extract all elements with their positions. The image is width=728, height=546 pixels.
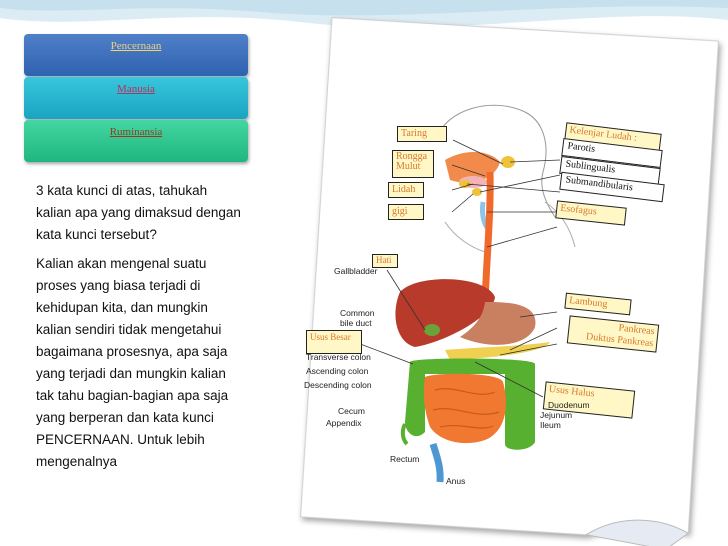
label-rongga-mulut: Rongga Mulut <box>392 150 434 178</box>
label-common-bile-duct: Common bile duct <box>340 308 375 328</box>
label-ascending-colon: Ascending colon <box>306 366 369 376</box>
label-descending-colon: Descending colon <box>304 380 372 390</box>
label-taring: Taring <box>397 126 447 142</box>
label-gallbladder: Gallbladder <box>334 266 378 276</box>
paragraph-intro: 3 kata kunci di atas, tahukah kalian apa… <box>36 183 241 242</box>
label-duodenum: Duodenum <box>548 400 590 410</box>
label-gigi: gigi <box>388 204 424 220</box>
body-text: 3 kata kunci di atas, tahukah kalian apa… <box>36 180 246 480</box>
label-ileum: Ileum <box>540 420 561 430</box>
keyword-label: Pencernaan <box>110 40 162 52</box>
label-transverse-colon: Transverse colon <box>306 352 371 362</box>
label-jejunum: Jejunum <box>540 410 573 420</box>
diagram-sheet <box>300 17 719 546</box>
label-lidah: Lidah <box>388 182 424 198</box>
background-wave <box>0 0 728 28</box>
keyword-box-manusia: Manusia <box>24 77 248 119</box>
keyword-label: Manusia <box>117 83 155 95</box>
keyword-box-ruminansia: Ruminansia <box>24 120 248 162</box>
keyword-box-pencernaan: Pencernaan <box>24 34 248 76</box>
label-hati: Hati <box>372 254 398 268</box>
label-appendix: Appendix <box>326 418 362 428</box>
keyword-label: Ruminansia <box>109 126 163 138</box>
label-cecum: Cecum <box>338 406 365 416</box>
paragraph-main: Kalian akan mengenal suatu proses yang b… <box>36 256 229 469</box>
label-rectum: Rectum <box>390 454 420 464</box>
label-anus: Anus <box>446 476 466 486</box>
label-usus-besar: Usus Besar <box>306 330 362 354</box>
